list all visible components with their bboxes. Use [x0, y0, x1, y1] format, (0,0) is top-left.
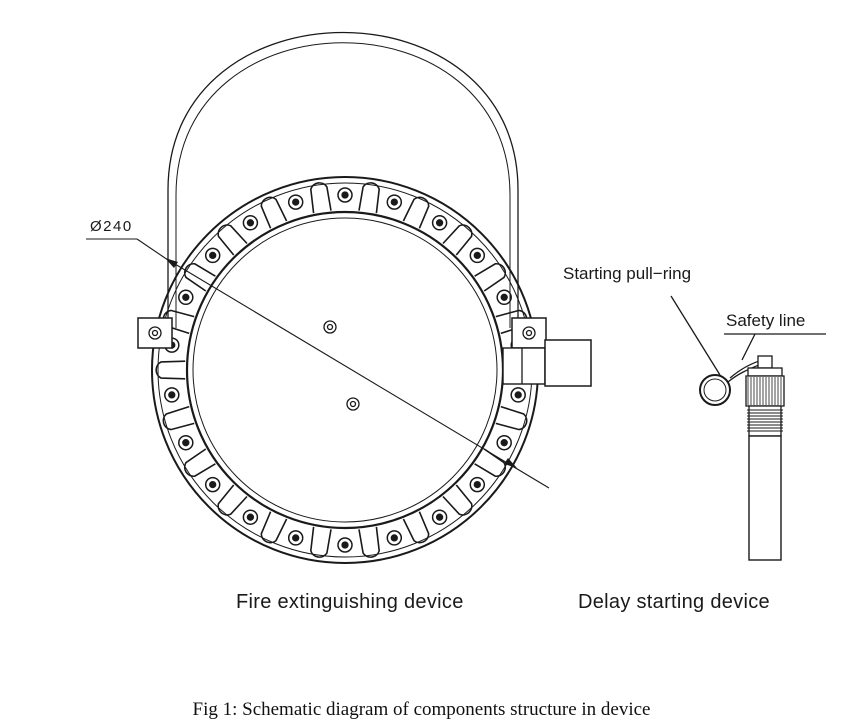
- flange-lobe: [495, 405, 528, 431]
- pull-ring-icon: [699, 374, 731, 406]
- fire-device-label: Fire extinguishing device: [236, 591, 464, 613]
- center-screw-lower: [346, 397, 360, 411]
- flange-lobe: [358, 182, 381, 214]
- housing-inner: [185, 210, 505, 530]
- flange-lobe: [309, 182, 332, 214]
- flange-lobe: [309, 526, 332, 558]
- bolt: [164, 387, 180, 403]
- figure-caption: Fig 1: Schematic diagram of components s…: [192, 699, 651, 720]
- bracket-right: [511, 317, 547, 349]
- bolt: [287, 194, 304, 210]
- flange-lobe: [162, 405, 195, 431]
- bolt: [510, 387, 526, 403]
- center-screw-upper: [323, 320, 337, 334]
- flange-lobe: [260, 511, 288, 544]
- flange-lobe: [402, 196, 430, 229]
- flange-lobe: [442, 224, 473, 256]
- bolt: [386, 530, 403, 546]
- bolt: [496, 434, 512, 451]
- bolt: [242, 509, 259, 525]
- bolt: [337, 187, 353, 203]
- bolt: [337, 537, 353, 553]
- diameter-symbol: Ø: [90, 218, 104, 235]
- bolt: [469, 476, 486, 493]
- bolt: [469, 247, 486, 264]
- housing-lobes: [155, 182, 535, 558]
- bolt: [386, 194, 403, 210]
- bolt-ring: [164, 187, 526, 553]
- bolt: [204, 247, 221, 264]
- diameter-label: Ø240: [90, 218, 133, 235]
- bolt: [242, 215, 259, 231]
- safety-line-pointer: [741, 333, 756, 361]
- flange-lobe: [474, 448, 507, 478]
- bolt: [204, 476, 221, 493]
- diameter-dimension: [86, 238, 550, 489]
- pull-ring-leader: [670, 295, 721, 376]
- flange-lobe: [183, 448, 216, 478]
- flange-lobe: [217, 484, 248, 516]
- bolt: [178, 434, 194, 451]
- device-body: [748, 435, 782, 561]
- flange-lobe: [217, 224, 248, 256]
- bolt: [287, 530, 304, 546]
- bolt: [431, 215, 448, 231]
- flange-lobe: [183, 262, 216, 292]
- delay-device-label: Delay starting device: [578, 591, 770, 613]
- flange-lobe: [155, 360, 186, 380]
- flange-lobe: [358, 526, 381, 558]
- delay-device: [699, 355, 785, 561]
- flange-lobe: [442, 484, 473, 516]
- side-nozzle: [502, 339, 592, 387]
- housing-outer: [151, 176, 539, 564]
- flange-lobe: [474, 262, 507, 292]
- bolt: [496, 289, 512, 306]
- pull-ring-label: Starting pull−ring: [563, 264, 692, 283]
- bracket-left: [137, 317, 173, 349]
- bolt: [431, 509, 448, 525]
- flange-lobe: [260, 196, 288, 229]
- bolt: [178, 289, 194, 306]
- flange-lobe: [402, 511, 430, 544]
- carry-handle: [167, 31, 519, 328]
- diameter-value: 240: [103, 218, 133, 235]
- safety-line-label: Safety line: [726, 311, 806, 330]
- carry-handle-inner: [175, 42, 511, 328]
